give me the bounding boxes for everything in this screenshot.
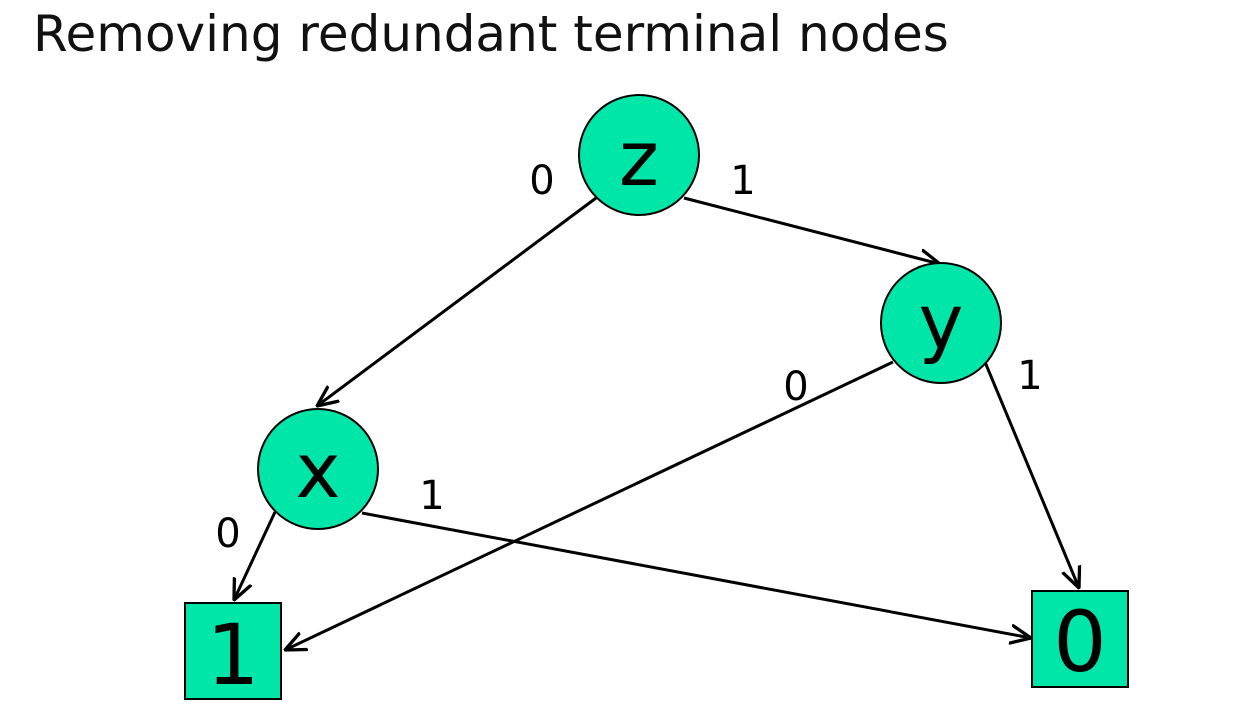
slide-title: Removing redundant terminal nodes — [33, 5, 949, 63]
node-y: y — [880, 262, 1002, 384]
node-y-label: y — [919, 277, 964, 366]
node-x-label: x — [296, 426, 341, 515]
node-x-circle — [257, 408, 379, 530]
edge-label-z-x: 0 — [529, 158, 554, 204]
edge-y-to-terminal-1 — [285, 360, 894, 650]
node-z-label: z — [619, 114, 659, 203]
node-z-circle — [578, 94, 700, 216]
terminal-1-box — [184, 602, 282, 700]
edge-labels: 0 1 0 1 0 1 — [215, 158, 1042, 557]
terminal-0-label: 0 — [1053, 593, 1106, 691]
terminal-1: 1 — [184, 602, 282, 704]
terminal-0: 0 — [1031, 590, 1129, 691]
edge-label-y-t1: 0 — [783, 364, 808, 410]
terminal-1-label: 1 — [206, 606, 259, 704]
node-y-circle — [880, 262, 1002, 384]
edge-label-y-t0: 1 — [1017, 353, 1042, 399]
edge-label-x-t0: 1 — [419, 473, 444, 519]
edge-x-to-terminal-1 — [234, 511, 277, 600]
edge-label-z-y: 1 — [730, 158, 755, 204]
edge-z-to-x — [317, 196, 597, 406]
node-x: x — [257, 408, 379, 530]
edge-z-to-y — [683, 196, 940, 264]
edge-x-to-terminal-0 — [361, 511, 1031, 638]
edge-y-to-terminal-0 — [983, 361, 1079, 588]
edge-label-x-t1: 0 — [215, 511, 240, 557]
terminal-0-box — [1031, 590, 1129, 688]
node-z: z — [578, 94, 700, 216]
edges — [234, 196, 1079, 650]
